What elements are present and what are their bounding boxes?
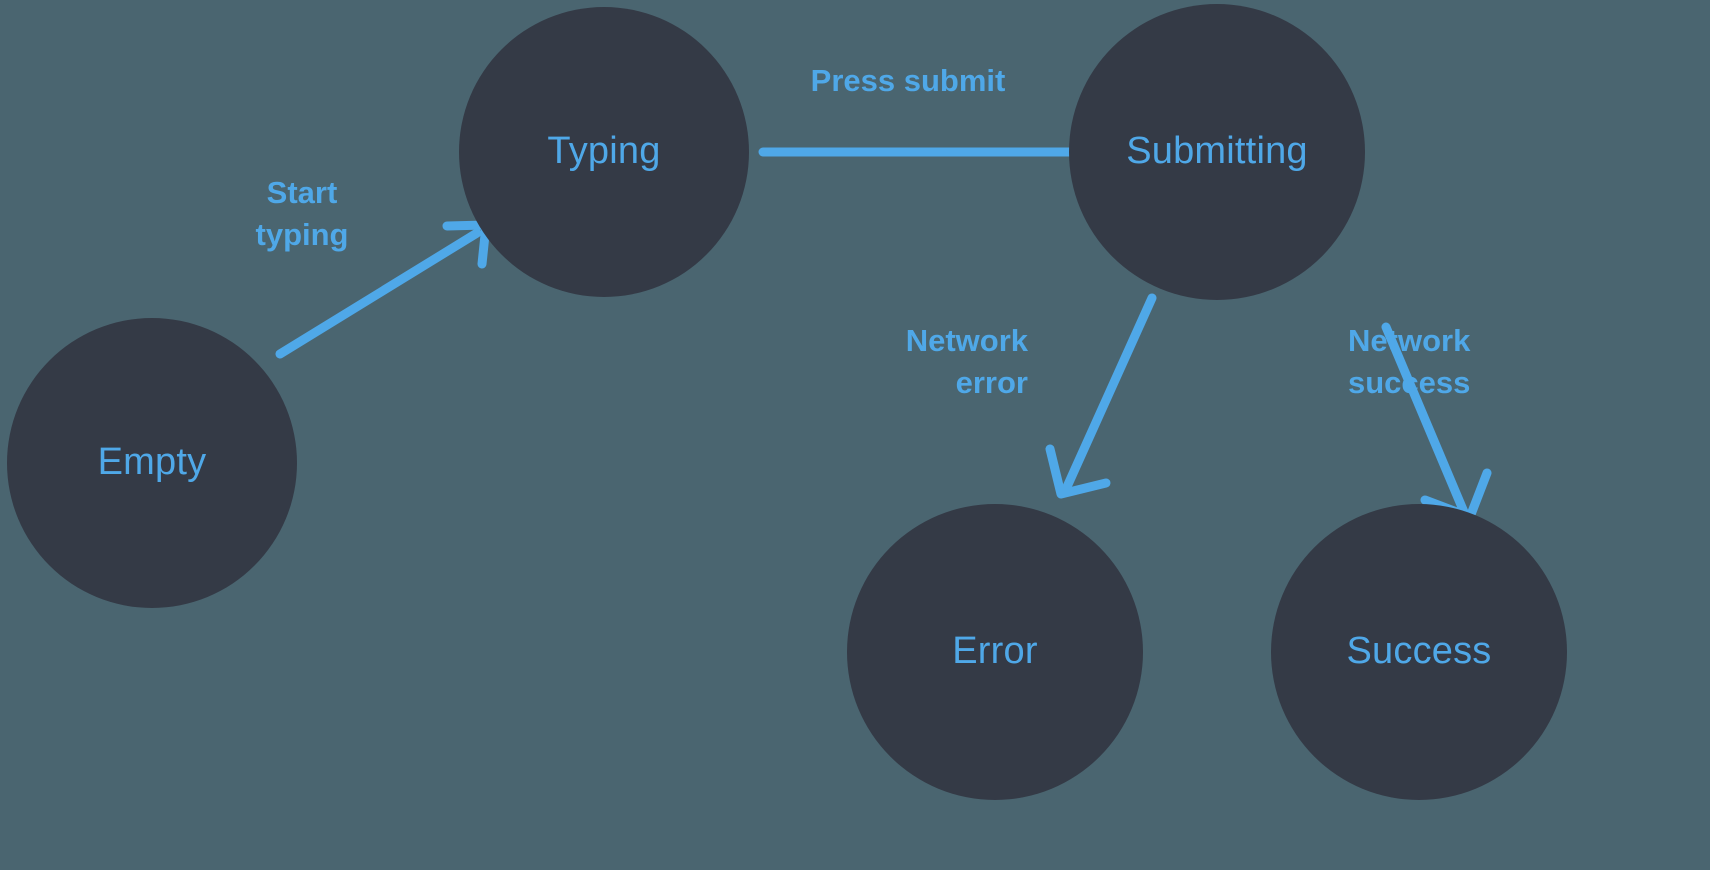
state-node-empty[interactable]: Empty [7,318,297,608]
arrowhead-submitting-to-error [1045,444,1111,499]
state-node-success[interactable]: Success [1271,504,1567,800]
state-label-submitting: Submitting [1126,130,1308,173]
state-label-empty: Empty [97,441,207,484]
state-label-typing: Typing [547,130,661,173]
edge-line-empty-to-typing [275,228,482,359]
state-node-error[interactable]: Error [847,504,1143,800]
state-node-submitting[interactable]: Submitting [1069,4,1365,300]
edge-line-submitting-to-success [1381,322,1469,517]
state-label-success: Success [1346,630,1492,673]
state-label-error: Error [952,630,1038,673]
edge-line-submitting-to-error [1061,293,1157,494]
edge-submitting-to-error [1045,293,1157,499]
state-node-typing[interactable]: Typing [459,7,749,297]
edge-label-press-submit: Press submit [810,63,1006,98]
edge-label-network-error: Network error [905,323,1028,400]
edge-label-start-typing: Start typing [255,175,349,252]
edge-label-network-success: Network success [1348,323,1471,400]
